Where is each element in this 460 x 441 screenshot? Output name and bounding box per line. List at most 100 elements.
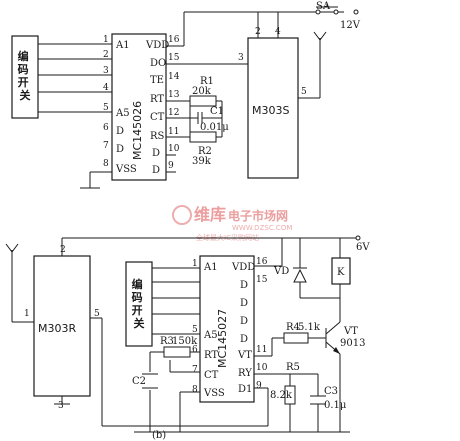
pin-num: 8 <box>192 385 198 395</box>
pin-label: A5 <box>203 330 218 341</box>
pin-num: 9 <box>168 161 174 171</box>
module-pin-num: 2 <box>255 27 261 37</box>
diode-vd-icon <box>293 258 307 283</box>
pin-label: RT <box>204 350 218 361</box>
relay-k-icon <box>331 257 351 285</box>
pin-label: A1 <box>115 40 130 51</box>
pin-num: 10 <box>168 144 180 154</box>
bottom-wiring <box>61 237 358 433</box>
transmitter-module-m303s <box>247 37 299 179</box>
pin-label: RS <box>150 131 165 142</box>
pin-label: D <box>240 280 248 291</box>
r3-value: 150k <box>172 336 198 347</box>
pin-num: 2 <box>103 50 109 60</box>
top-antenna-icon <box>313 31 327 46</box>
decoder-chip-mc145027 <box>199 255 255 403</box>
transistor-arrow-icon <box>333 347 340 354</box>
r5-value: 8.2k <box>270 390 293 401</box>
pin-label: VDD <box>231 262 255 273</box>
pin-num: 9 <box>256 381 262 391</box>
pin-num: 16 <box>256 257 268 267</box>
module-pin-num: 5 <box>94 309 100 319</box>
capacitor-c3 <box>310 395 326 405</box>
pin-label: TE <box>150 75 164 86</box>
resistor-r5 <box>284 385 296 405</box>
pin-label: D <box>116 126 124 137</box>
watermark-url: WWW.DZSC.COM <box>232 224 292 232</box>
encoder-left-pin-labels: A1 A5 D D VSS <box>115 40 137 175</box>
supply-terminal-icon <box>353 9 359 15</box>
module-pin-num: 2 <box>60 245 66 255</box>
top-code-switch-char-1: 编 <box>18 49 29 63</box>
module-pin-num: 4 <box>275 27 281 37</box>
receiver-circuit: M303R 2 1 5 3 编 码 开 关 MC145027 <box>5 235 370 433</box>
top-code-switch-char-3: 开 <box>18 76 29 89</box>
bottom-switch-wires <box>152 267 200 335</box>
top-code-switch-char-2: 码 <box>18 63 29 76</box>
pin-label: VSS <box>115 164 137 175</box>
decoder-right-pin-labels: VDD D D D D VT RY D1 <box>231 262 255 395</box>
pin-num: 5 <box>192 325 198 335</box>
bottom-code-switch-char-4: 关 <box>134 316 145 330</box>
watermark: 维库 电子市场网 WWW.DZSC.COM 全球最大IC采购网站 <box>172 205 292 242</box>
r5-label: R5 <box>286 362 300 373</box>
module-pin-num: 3 <box>58 401 64 411</box>
top-code-switch-char-4: 关 <box>20 88 31 102</box>
pin-num: 3 <box>103 66 109 76</box>
pin-label: D <box>240 316 248 327</box>
top-code-switch-block <box>11 35 39 119</box>
encoder-chip-mc145026 <box>111 33 167 181</box>
pin-num: 5 <box>103 103 109 113</box>
r3-label: R3 <box>160 336 174 347</box>
pin-num: 15 <box>256 275 268 285</box>
figure-caption: (b) <box>152 430 166 441</box>
pin-num: 1 <box>103 35 109 45</box>
receiver-module-label: M303R <box>38 322 76 335</box>
pin-num: 4 <box>103 83 109 93</box>
top-switch-wires <box>38 43 112 113</box>
pin-label: D <box>152 165 160 176</box>
diode-vd-label: VD <box>273 266 289 277</box>
pin-label: D1 <box>238 384 252 395</box>
pin-num: 6 <box>103 123 109 133</box>
resistor-r4 <box>283 332 309 344</box>
pin-num: 10 <box>256 363 268 373</box>
module-pin-num: 3 <box>238 53 244 63</box>
pin-num: 6 <box>192 345 198 355</box>
resistor-r1 <box>189 95 217 107</box>
relay-k-label: K <box>337 267 345 278</box>
pin-num: 16 <box>168 35 180 45</box>
transistor-model-label: 9013 <box>340 338 365 349</box>
supply-6v-terminal-icon <box>355 235 361 241</box>
pin-label: A1 <box>203 262 218 273</box>
watermark-logo-icon <box>172 205 192 225</box>
capacitor-c1 <box>186 112 222 124</box>
transmitter-circuit: 编 码 开 关 MC145026 1 2 3 4 5 6 7 8 <box>11 1 361 189</box>
c3-value: 0.1μ <box>324 400 347 411</box>
pin-label: A5 <box>115 108 130 119</box>
bottom-code-switch-label: 编 码 开 关 <box>132 277 147 330</box>
pin-num: 1 <box>192 259 198 269</box>
pin-label: VT <box>237 350 252 361</box>
switch-sa-label: SA <box>316 1 331 12</box>
encoder-right-pin-labels: VDD DO TE RT CT RS D D <box>145 40 169 176</box>
decoder-left-pin-labels: A1 A5 RT CT VSS <box>203 262 225 399</box>
decoder-right-pin-numbers: 16 15 11 10 9 <box>256 257 268 391</box>
transistor-vt-icon <box>325 321 341 355</box>
resistor-r2 <box>189 131 217 143</box>
encoder-right-pin-numbers: 16 15 14 13 12 11 10 9 <box>168 35 180 171</box>
r2-value: 39k <box>192 156 212 167</box>
c3-label: C3 <box>324 386 338 397</box>
pin-label: D <box>240 298 248 309</box>
bottom-antenna-icon <box>5 243 34 323</box>
pin-label: RT <box>150 94 164 105</box>
decoder-left-pin-numbers: 1 5 6 7 8 <box>192 259 198 395</box>
bottom-code-switch-char-3: 开 <box>132 304 143 317</box>
switch-sa-icon <box>315 3 339 15</box>
pin-label: D <box>240 334 248 345</box>
pin-num: 11 <box>256 345 267 355</box>
bottom-code-switch-char-1: 编 <box>132 277 143 291</box>
pin-label: CT <box>150 112 165 123</box>
watermark-brand: 维库 <box>194 205 226 224</box>
top-wiring <box>80 11 344 189</box>
